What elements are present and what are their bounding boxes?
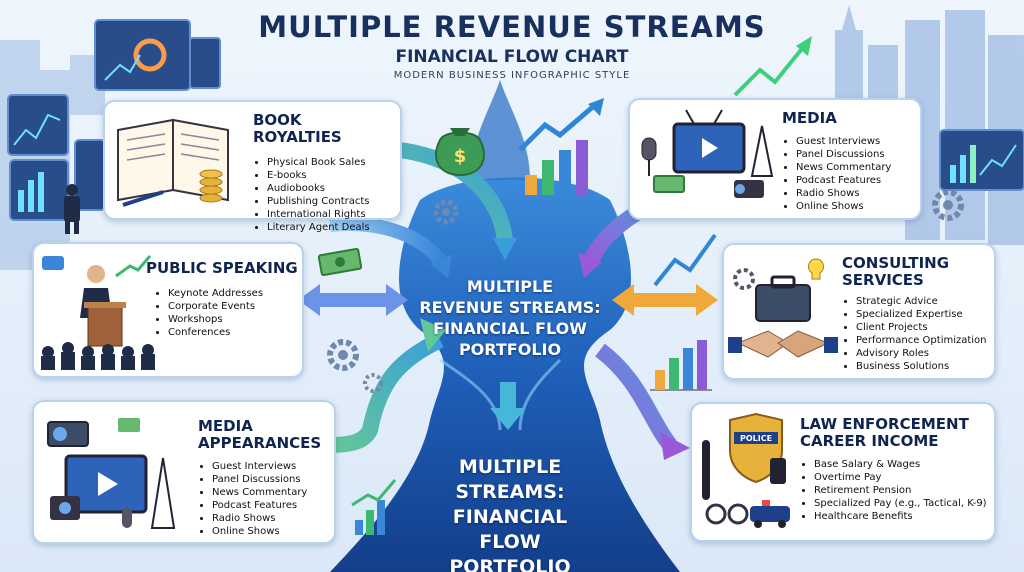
trend-arrowhead-top-right [796, 36, 812, 56]
list-item: Advisory Roles [856, 347, 992, 360]
trend-arrow-top-right [733, 43, 807, 97]
list-item: Corporate Events [168, 300, 298, 313]
center-line-4: PORTFOLIO [458, 340, 562, 359]
public-speaking-list: Keynote Addresses Corporate Events Works… [146, 287, 298, 339]
monitor-screens-left [7, 19, 221, 221]
list-item: Base Salary & Wages [814, 458, 992, 471]
book-royalties-card: BOOK ROYALTIES Physical Book Sales E-boo… [103, 100, 402, 233]
list-item: Podcast Features [796, 174, 917, 187]
law-enforcement-card: POLICE LAW ENFORCEMENT CAREER INCOME Bas… [690, 402, 996, 542]
list-item: Audiobooks [267, 182, 395, 195]
center-line-1: MULTIPLE [466, 277, 554, 296]
law-enforcement-list: Base Salary & Wages Overtime Pay Retirem… [800, 458, 992, 523]
police-badge-text: POLICE [740, 434, 772, 443]
media-appearances-card: MEDIA APPEARANCES Guest Interviews Panel… [32, 400, 336, 544]
list-item: Workshops [168, 313, 298, 326]
consulting-title: CONSULTING [842, 254, 950, 272]
list-item: Performance Optimization [856, 334, 992, 347]
list-item: Podcast Features [212, 499, 332, 512]
page-tagline: MODERN BUSINESS INFOGRAPHIC STYLE [393, 70, 631, 81]
businessman-silhouette-left [64, 184, 80, 234]
page-title: MULTIPLE REVENUE STREAMS [258, 10, 766, 44]
camera-broadcast-icon [47, 418, 176, 529]
list-item: Literary Agent Deals [267, 221, 395, 234]
bar-chart-icon-bottom [351, 479, 397, 535]
list-item: International Rights [267, 208, 395, 221]
list-item: Healthcare Benefits [814, 510, 992, 523]
media-title: MEDIA [782, 109, 837, 127]
law-enforcement-title: LAW ENFORCEMENT [800, 415, 969, 433]
list-item: Specialized Expertise [856, 308, 992, 321]
list-item: Keynote Addresses [168, 287, 298, 300]
gear-icon-center [327, 339, 383, 393]
media-appearances-title-line2: APPEARANCES [198, 434, 322, 452]
list-item: Specialized Pay (e.g., Tactical, K-9) [814, 497, 992, 510]
list-item: Client Projects [856, 321, 992, 334]
consulting-title-line2: SERVICES [842, 271, 924, 289]
list-item: Publishing Contracts [267, 195, 395, 208]
list-item: Guest Interviews [212, 460, 332, 473]
list-item: Online Shows [796, 200, 917, 213]
list-item: Business Solutions [856, 360, 992, 373]
center-line-3: FINANCIAL FLOW [433, 319, 587, 338]
list-item: Radio Shows [212, 512, 332, 525]
center-hub-label: MULTIPLE REVENUE STREAMS: FINANCIAL FLOW… [410, 276, 610, 360]
list-item: Physical Book Sales [267, 156, 395, 169]
media-appearances-title: MEDIA [198, 417, 253, 435]
money-bag-symbol: $ [454, 146, 467, 167]
speaker-podium-icon [41, 255, 155, 370]
briefcase-handshake-icon [728, 258, 838, 358]
list-item: Conferences [168, 326, 298, 339]
book-royalties-list: Physical Book Sales E-books Audiobooks P… [253, 156, 395, 234]
list-item: Radio Shows [796, 187, 917, 200]
police-badge-icon: POLICE [702, 412, 790, 528]
cash-icon-left [317, 247, 363, 277]
list-item: Guest Interviews [796, 135, 917, 148]
consulting-services-card: CONSULTING SERVICES Strategic Advice Spe… [722, 243, 996, 380]
book-royalties-title: BOOK ROYALTIES [253, 111, 342, 146]
monitor-screens-right [939, 129, 1024, 191]
media-appearances-list: Guest Interviews Panel Discussions News … [198, 460, 332, 538]
list-item: Panel Discussions [796, 148, 917, 161]
list-item: Overtime Pay [814, 471, 992, 484]
bottom-portfolio-label: MULTIPLE STREAMS: FINANCIAL FLOW PORTFOL… [420, 455, 600, 572]
page-subtitle: FINANCIAL FLOW CHART [395, 47, 629, 67]
bottom-line-4: PORTFOLIO [449, 556, 571, 572]
list-item: News Commentary [212, 486, 332, 499]
center-line-2: REVENUE STREAMS: [419, 298, 601, 317]
gear-icon-right [932, 189, 964, 221]
trend-arrow-right [653, 233, 717, 287]
media-list: Guest Interviews Panel Discussions News … [782, 135, 917, 213]
list-item: E-books [267, 169, 395, 182]
list-item: Panel Discussions [212, 473, 332, 486]
tv-studio-icon [641, 109, 774, 198]
list-item: News Commentary [796, 161, 917, 174]
flow-arrows [298, 142, 718, 460]
public-speaking-card: PUBLIC SPEAKING Keynote Addresses Corpor… [32, 242, 304, 378]
public-speaking-title: PUBLIC SPEAKING [146, 259, 298, 277]
bottom-line-2: STREAMS: [455, 481, 565, 503]
list-item: Strategic Advice [856, 295, 992, 308]
list-item: Online Shows [212, 525, 332, 538]
bottom-line-1: MULTIPLE [458, 456, 562, 478]
consulting-list: Strategic Advice Specialized Expertise C… [842, 295, 992, 373]
list-item: Retirement Pension [814, 484, 992, 497]
money-bag-icon: $ [435, 128, 485, 177]
media-card: MEDIA Guest Interviews Panel Discussions… [628, 98, 922, 220]
bar-chart-icon-top [518, 98, 604, 195]
bar-chart-icon-right [650, 340, 712, 391]
bottom-line-3: FINANCIAL FLOW [452, 506, 568, 553]
gear-icon-left [433, 199, 459, 225]
open-book-icon [117, 118, 229, 207]
law-enforcement-title-line2: CAREER INCOME [800, 432, 939, 450]
